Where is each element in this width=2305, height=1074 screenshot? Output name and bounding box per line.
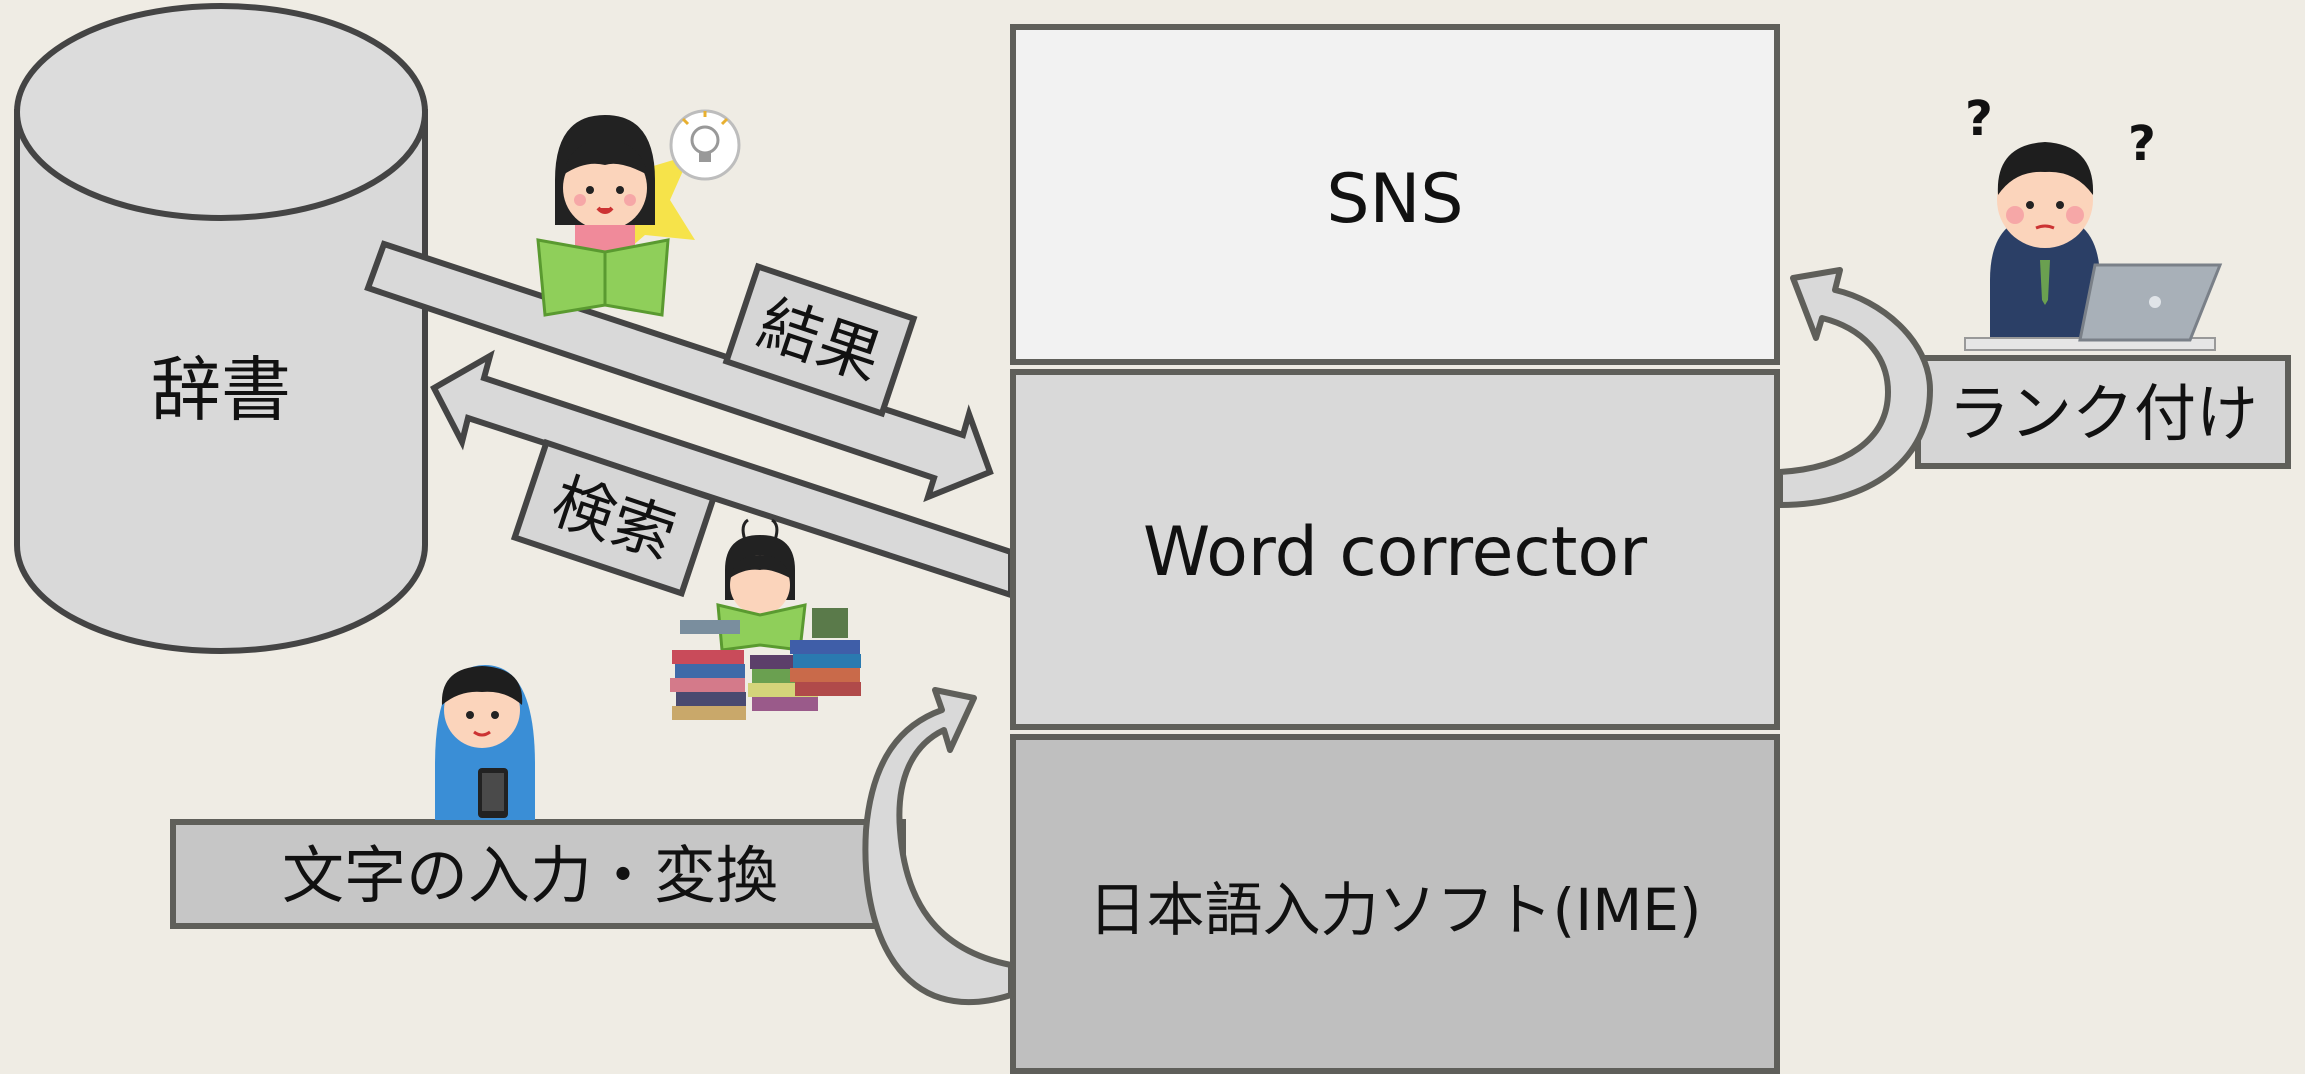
layer-stack: SNS Word corrector 日本語入力ソフト(IME) (1010, 24, 1780, 1074)
ranking-label: ランク付け (1948, 377, 2258, 450)
input-conversion-label: 文字の入力・変換 (282, 839, 778, 912)
layer-sns (1010, 24, 1780, 365)
layer-word-corrector-label: Word corrector (1143, 513, 1647, 592)
dictionary-label: 辞書 (151, 349, 291, 431)
question-mark-blue: ? (2128, 116, 2156, 172)
cylinder-body (14, 109, 428, 654)
girl-reading-idea-illustration (536, 109, 741, 317)
search-arrow (430, 349, 1014, 600)
smartphone-icon (478, 768, 508, 818)
layer-ime (1010, 734, 1780, 1074)
lightbulb-icon (669, 109, 741, 181)
layer-word-corrector (1010, 369, 1780, 730)
dictionary-cylinder: 辞書 (14, 3, 428, 654)
result-label-box: 結果 (722, 262, 918, 418)
boy-with-phone-illustration (435, 665, 535, 820)
layer-sns-label: SNS (1326, 160, 1463, 239)
layer-ime-label: 日本語入力ソフト(IME) (1088, 876, 1701, 944)
curved-arrow-corrector-to-sns (1777, 267, 1933, 508)
cylinder-top (14, 3, 428, 221)
input-conversion-box: 文字の入力・変換 (170, 819, 906, 929)
ranking-box: ランク付け (1915, 355, 2291, 469)
curved-arrow-ime-to-corrector (862, 687, 1014, 1006)
confused-man-at-laptop-illustration: ? ? (1964, 91, 2223, 351)
laptop-icon (2078, 263, 2223, 342)
search-label-box: 検索 (510, 438, 718, 598)
book-pile-icon (670, 608, 861, 720)
result-arrow (364, 240, 994, 503)
question-mark-red: ? (1965, 91, 1993, 147)
girl-with-books-illustration (670, 518, 861, 720)
